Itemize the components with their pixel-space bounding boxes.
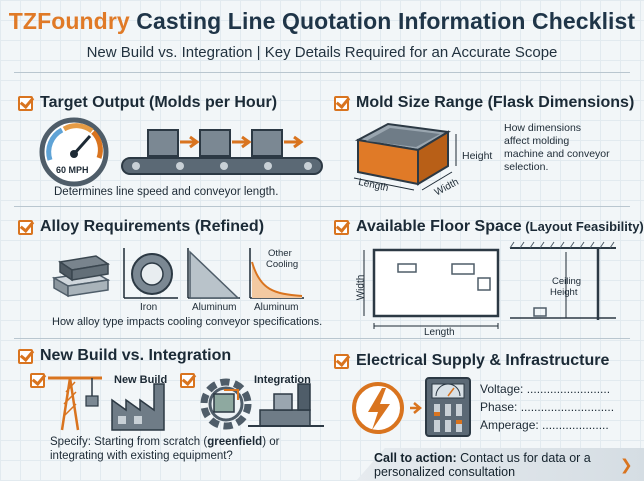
- checkbox-icon[interactable]: [334, 219, 349, 235]
- amperage-field[interactable]: Amperage: ....................: [480, 418, 609, 432]
- checkbox-icon[interactable]: [18, 219, 33, 235]
- alloy-illustration: [51, 248, 304, 299]
- ceiling-height-icon: [509, 241, 616, 320]
- cta-text[interactable]: Call to action: Contact us for data or a…: [374, 451, 591, 479]
- page-subtitle: New Build vs. Integration | Key Details …: [86, 44, 558, 61]
- integration-checkbox-icon[interactable]: [180, 373, 195, 388]
- new-build-integration-illustration: [48, 376, 324, 431]
- section-title: Target Output (Molds per Hour): [40, 94, 278, 111]
- aluminum-label: Aluminum: [192, 302, 237, 313]
- electrical-panel-icon: [425, 377, 471, 437]
- cta-bold: Call to action:: [374, 451, 457, 465]
- iron-cooling-icon: [123, 248, 178, 299]
- section-target-output-header: Target Output (Molds per Hour): [18, 94, 277, 112]
- mold-note-line-3: machine and conveyor: [504, 148, 610, 160]
- lightning-bolt-icon: [352, 382, 404, 434]
- section-title: Available Floor Space (Layout Feasibilit…: [356, 218, 644, 236]
- row-divider-1: [14, 206, 630, 207]
- ceiling-label-line-1: Ceiling: [552, 276, 582, 287]
- section-title: Alloy Requirements (Refined): [40, 218, 265, 235]
- section-alloy-header: Alloy Requirements (Refined): [18, 218, 264, 236]
- specify-post: ) or: [262, 436, 280, 448]
- new-build-checkbox-icon[interactable]: [30, 373, 45, 388]
- checkbox-icon[interactable]: [18, 95, 33, 111]
- other-label-line-1: Other: [268, 248, 292, 259]
- iron-label: Iron: [140, 302, 158, 313]
- phase-field[interactable]: Phase: ............................: [480, 400, 615, 414]
- cta-banner[interactable]: [356, 448, 644, 481]
- section-title: Electrical Supply & Infrastructure: [356, 352, 610, 369]
- floor-plan-icon: [363, 248, 500, 329]
- mold-note-line-1: How dimensions: [504, 122, 582, 134]
- height-label: Height: [462, 150, 493, 162]
- page-title: TZFoundry Casting Line Quotation Informa…: [0, 8, 644, 35]
- factory-icon: [111, 383, 165, 431]
- row-divider-2: [14, 338, 630, 339]
- crane-icon: [48, 376, 102, 431]
- cta-line-2: personalized consultation: [374, 465, 516, 479]
- machine-icon: [248, 383, 324, 427]
- aluminum-label-2: Aluminum: [254, 302, 299, 313]
- flask-box-illustration: [353, 122, 457, 191]
- section-mold-size-header: Mold Size Range (Flask Dimensions): [334, 94, 634, 112]
- section-floor-space-header: Available Floor Space (Layout Feasibilit…: [334, 218, 644, 236]
- specify-bold: greenfield: [207, 436, 263, 448]
- new-build-label: New Build: [114, 374, 168, 386]
- gauge-label: 60 MPH: [56, 165, 89, 175]
- floor-title: Available Floor Space: [356, 218, 522, 235]
- integration-label: Integration: [254, 374, 311, 386]
- checkbox-icon[interactable]: [334, 95, 349, 111]
- ingot-stack-icon: [51, 255, 111, 298]
- electrical-illustration: [352, 377, 471, 437]
- section-new-build-header: New Build vs. Integration: [18, 347, 231, 365]
- specify-pre: Specify: Starting from scratch (: [50, 436, 208, 448]
- aluminum-cooling-icon: [187, 248, 240, 299]
- specify-line-2: integrating with existing equipment?: [50, 450, 233, 462]
- floor-length-label: Length: [424, 327, 455, 338]
- gauge-conveyor-illustration: [39, 117, 323, 187]
- section-title: Mold Size Range (Flask Dimensions): [356, 94, 635, 111]
- cta-line-1: Contact us for data or a: [456, 451, 591, 465]
- checkbox-icon[interactable]: [334, 353, 349, 369]
- speed-gauge-icon: [39, 117, 109, 187]
- specify-line-1: Specify: Starting from scratch (greenfie…: [50, 436, 279, 448]
- mold-note-line-2: affect molding: [504, 135, 570, 147]
- section-electrical-header: Electrical Supply & Infrastructure: [334, 352, 609, 370]
- brand-name: TZFoundry: [8, 8, 130, 34]
- voltage-field[interactable]: Voltage: .........................: [480, 382, 611, 396]
- flask-box-icon: [353, 122, 457, 191]
- alloy-caption: How alloy type impacts cooling conveyor …: [52, 316, 323, 328]
- other-label-line-2: Cooling: [266, 259, 299, 270]
- target-output-caption: Determines line speed and conveyor lengt…: [54, 186, 279, 198]
- chevron-right-icon[interactable]: ❯: [620, 457, 633, 474]
- gear-icon: [200, 378, 252, 430]
- floor-plan-illustration: [363, 241, 616, 329]
- title-text: Casting Line Quotation Information Check…: [129, 8, 636, 34]
- floor-title-small: (Layout Feasibility): [521, 219, 644, 234]
- section-title: New Build vs. Integration: [40, 347, 232, 364]
- floor-width-label: Width: [355, 274, 367, 301]
- header-divider: [14, 72, 630, 73]
- conveyor-icon: [121, 129, 323, 175]
- other-cooling-icon: [249, 248, 304, 299]
- ceiling-label-line-2: Height: [550, 287, 578, 298]
- mold-note-line-4: selection.: [504, 161, 549, 173]
- checkbox-icon[interactable]: [18, 348, 33, 364]
